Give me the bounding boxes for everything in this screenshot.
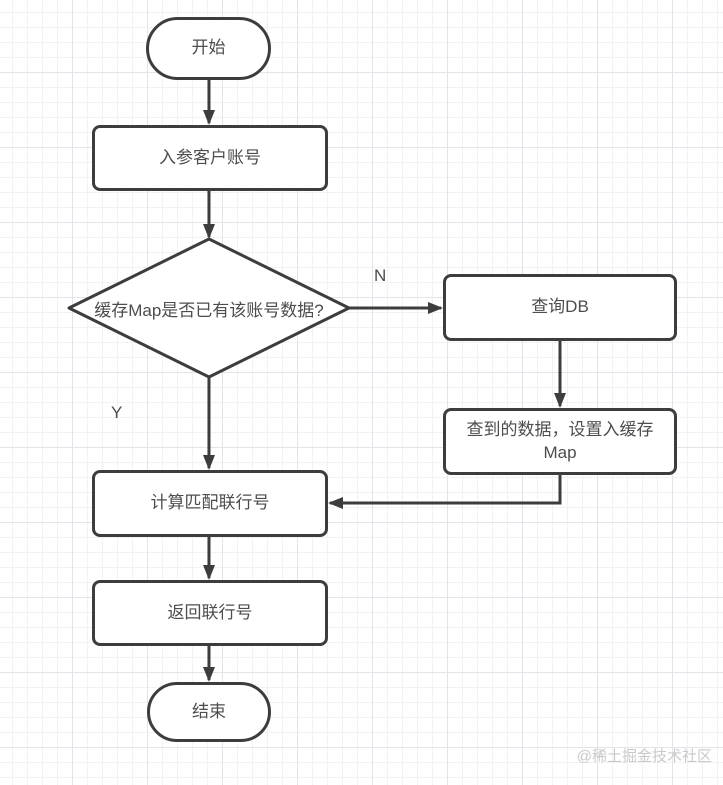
- node-end-label: 结束: [192, 701, 226, 721]
- node-start-label: 开始: [191, 38, 226, 58]
- edge-label-no: N: [374, 266, 387, 285]
- node-set-cache-label: 查到的数据，设置入缓存 Map: [466, 419, 654, 462]
- node-input-account: 入参客户账号: [92, 125, 328, 191]
- node-set-cache: 查到的数据，设置入缓存 Map: [443, 408, 677, 475]
- watermark-text: @稀土掘金技术社区: [576, 748, 712, 765]
- node-return-bank-no-label: 返回联行号: [167, 602, 253, 622]
- node-return-bank-no: 返回联行号: [92, 580, 328, 646]
- node-query-db-label: 查询DB: [531, 297, 589, 317]
- node-calc-bank-no: 计算匹配联行号: [92, 470, 328, 537]
- node-calc-bank-no-label: 计算匹配联行号: [150, 493, 270, 513]
- node-start: 开始: [146, 17, 271, 80]
- edge-setcache-to-calc: [328, 475, 562, 509]
- node-input-account-label: 入参客户账号: [159, 147, 261, 167]
- node-end: 结束: [147, 682, 271, 742]
- edge-label-yes: Y: [111, 403, 123, 422]
- node-cache-check-label: 缓存Map是否已有该账号数据?: [94, 300, 324, 320]
- node-query-db: 查询DB: [443, 274, 677, 341]
